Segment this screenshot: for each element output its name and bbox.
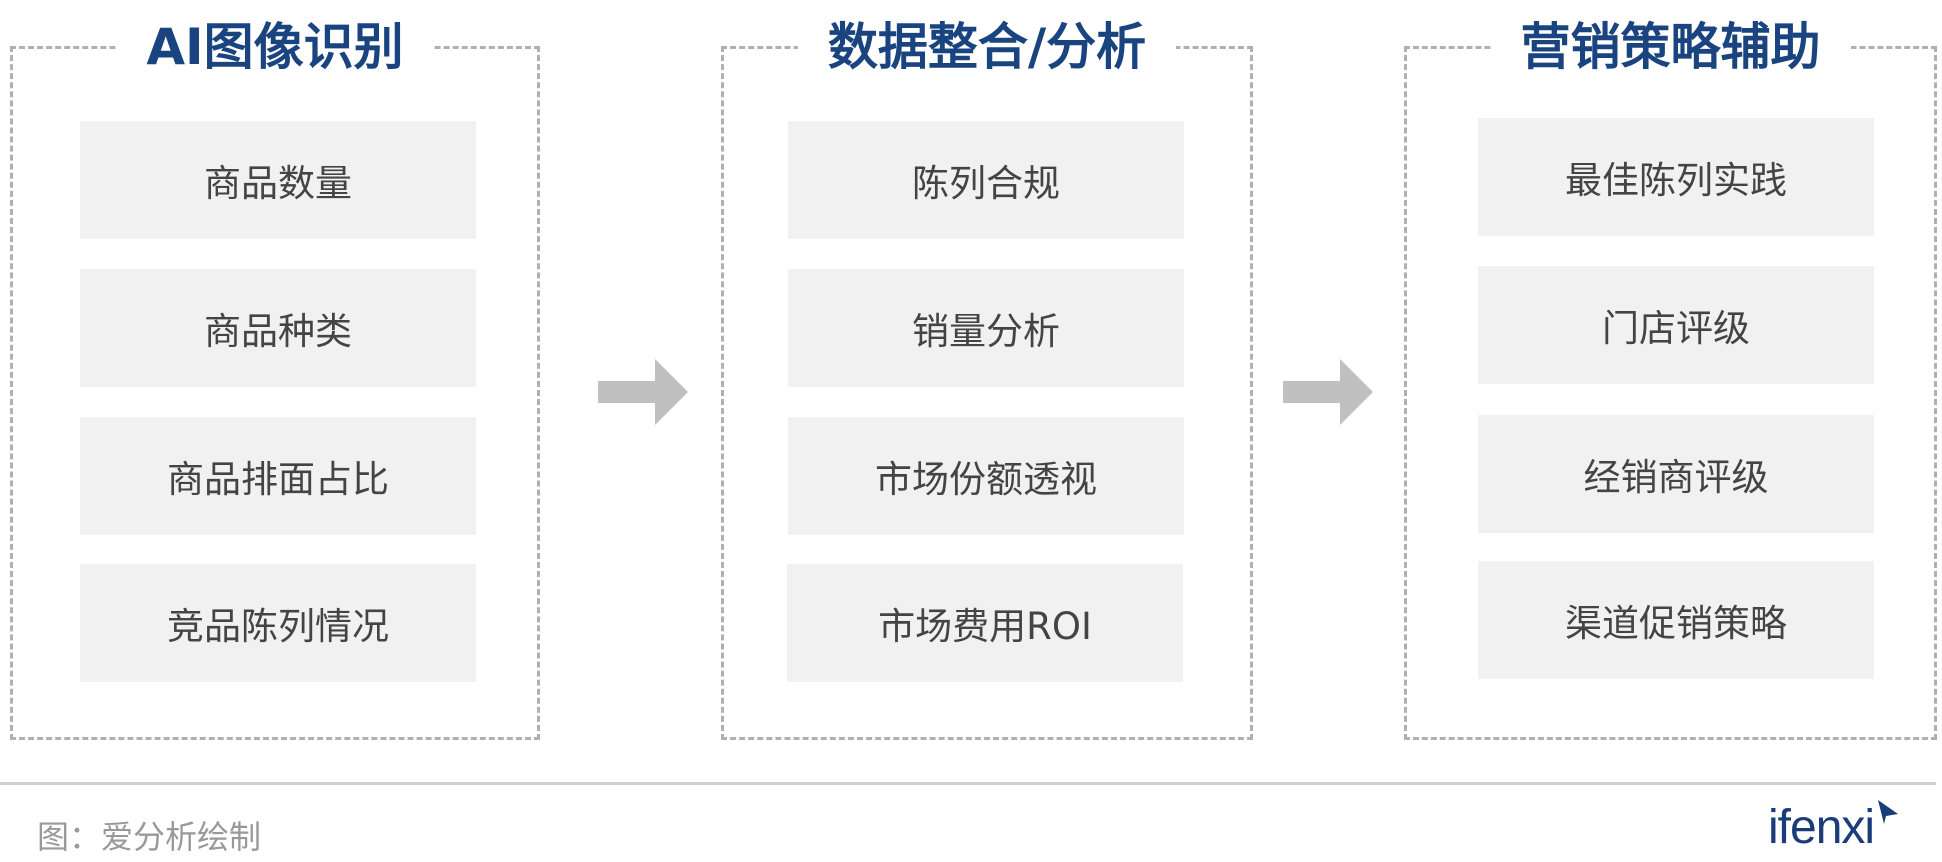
arrow-right-icon [1283,359,1373,425]
list-item: 渠道促销策略 [1478,561,1874,679]
list-item: 门店评级 [1478,266,1874,384]
list-item: 经销商评级 [1478,415,1874,533]
figure-caption: 图：爱分析绘制 [37,818,262,856]
list-item: 销量分析 [788,269,1184,387]
list-item: 商品种类 [80,269,476,387]
panel-ai-image-recognition: AI图像识别 商品数量 商品种类 商品排面占比 竞品陈列情况 [10,15,540,740]
arrow-right-icon [598,359,688,425]
footer-divider [0,782,1936,785]
list-item: 最佳陈列实践 [1478,118,1874,236]
list-item: 陈列合规 [788,121,1184,239]
list-item: 市场份额透视 [788,417,1184,535]
list-item: 商品数量 [80,121,476,239]
logo-arrow-icon [1878,800,1898,824]
list-item: 商品排面占比 [80,417,476,535]
list-item: 竞品陈列情况 [80,564,476,682]
panel-marketing-strategy: 营销策略辅助 最佳陈列实践 门店评级 经销商评级 渠道促销策略 [1404,15,1937,740]
panel-title: AI图像识别 [116,15,434,79]
ifenxi-logo: ifenxi [1768,801,1875,854]
list-item: 市场费用ROI [787,564,1183,682]
panel-data-analysis: 数据整合/分析 陈列合规 销量分析 市场份额透视 市场费用ROI [721,15,1253,740]
panel-title: 营销策略辅助 [1490,15,1851,79]
panel-title: 数据整合/分析 [797,15,1177,79]
